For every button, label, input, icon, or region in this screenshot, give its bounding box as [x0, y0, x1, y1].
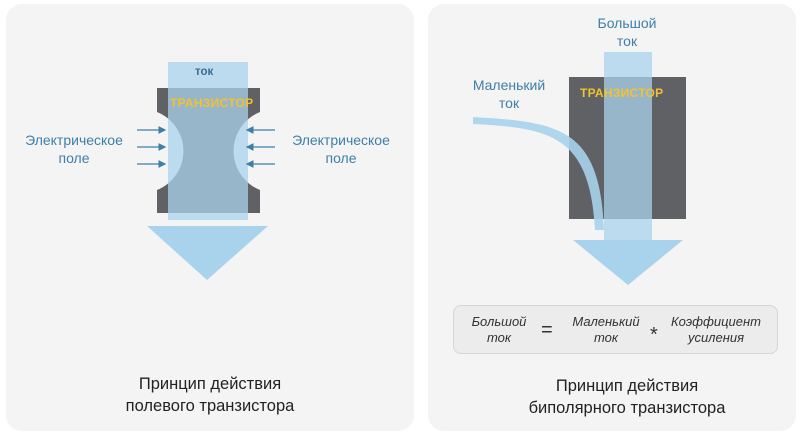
fet-field-label-left: Электрическое поле: [18, 131, 130, 167]
gain-formula: Большой ток = Маленький ток * Коэффициен…: [453, 305, 778, 354]
fet-caption-line2: полевого транзистора: [125, 397, 295, 415]
fet-current-channel: [168, 62, 248, 220]
bjt-caption-line1: Принцип действия: [555, 377, 699, 395]
formula-term1: Маленький ток: [564, 314, 648, 346]
formula-lhs-line1: Большой: [471, 314, 527, 329]
fet-field-left-line1: Электрическое: [25, 132, 123, 148]
fet-field-arrows-left: [137, 126, 167, 168]
bjt-big-current-label: Большой ток: [582, 14, 672, 50]
formula-term1-line2: ток: [593, 330, 619, 345]
bjt-caption: Принцип действия биполярного транзистора: [492, 375, 762, 419]
bjt-current-arrow: [573, 240, 683, 285]
formula-lhs: Большой ток: [464, 314, 534, 346]
fet-field-label-right: Электрическое поле: [285, 131, 397, 167]
fet-caption: Принцип действия полевого транзистора: [90, 373, 330, 417]
formula-term2-line2: усиления: [687, 330, 745, 345]
formula-term2: Коэффициент усиления: [666, 314, 766, 346]
formula-term1-line1: Маленький: [572, 314, 640, 329]
bjt-transistor-label: ТРАНЗИСТОР: [580, 86, 664, 100]
bjt-big-current-line2: ток: [616, 33, 638, 49]
fet-field-right-line2: поле: [325, 150, 357, 166]
fet-transistor-label: ТРАНЗИСТОР: [170, 96, 254, 110]
bjt-small-current-label: Маленький ток: [461, 76, 557, 112]
fet-field-right-line1: Электрическое: [292, 132, 390, 148]
fet-field-left-line2: поле: [58, 150, 90, 166]
fet-current-arrow: [147, 226, 268, 280]
bjt-small-current-line1: Маленький: [472, 77, 546, 93]
fet-field-arrows-right: [245, 126, 275, 168]
formula-equals: =: [541, 319, 553, 341]
formula-times: *: [650, 324, 658, 346]
bjt-big-current-channel: [604, 52, 652, 240]
bjt-big-current-line1: Большой: [597, 15, 657, 31]
bjt-small-current-flow: [473, 117, 604, 230]
bjt-caption-line2: биполярного транзистора: [528, 399, 726, 417]
fet-current-label: ток: [195, 66, 214, 78]
formula-term2-line1: Коэффициент: [671, 314, 761, 329]
formula-lhs-line2: ток: [486, 330, 512, 345]
fet-caption-line1: Принцип действия: [138, 375, 282, 393]
bjt-small-current-line2: ток: [498, 95, 520, 111]
